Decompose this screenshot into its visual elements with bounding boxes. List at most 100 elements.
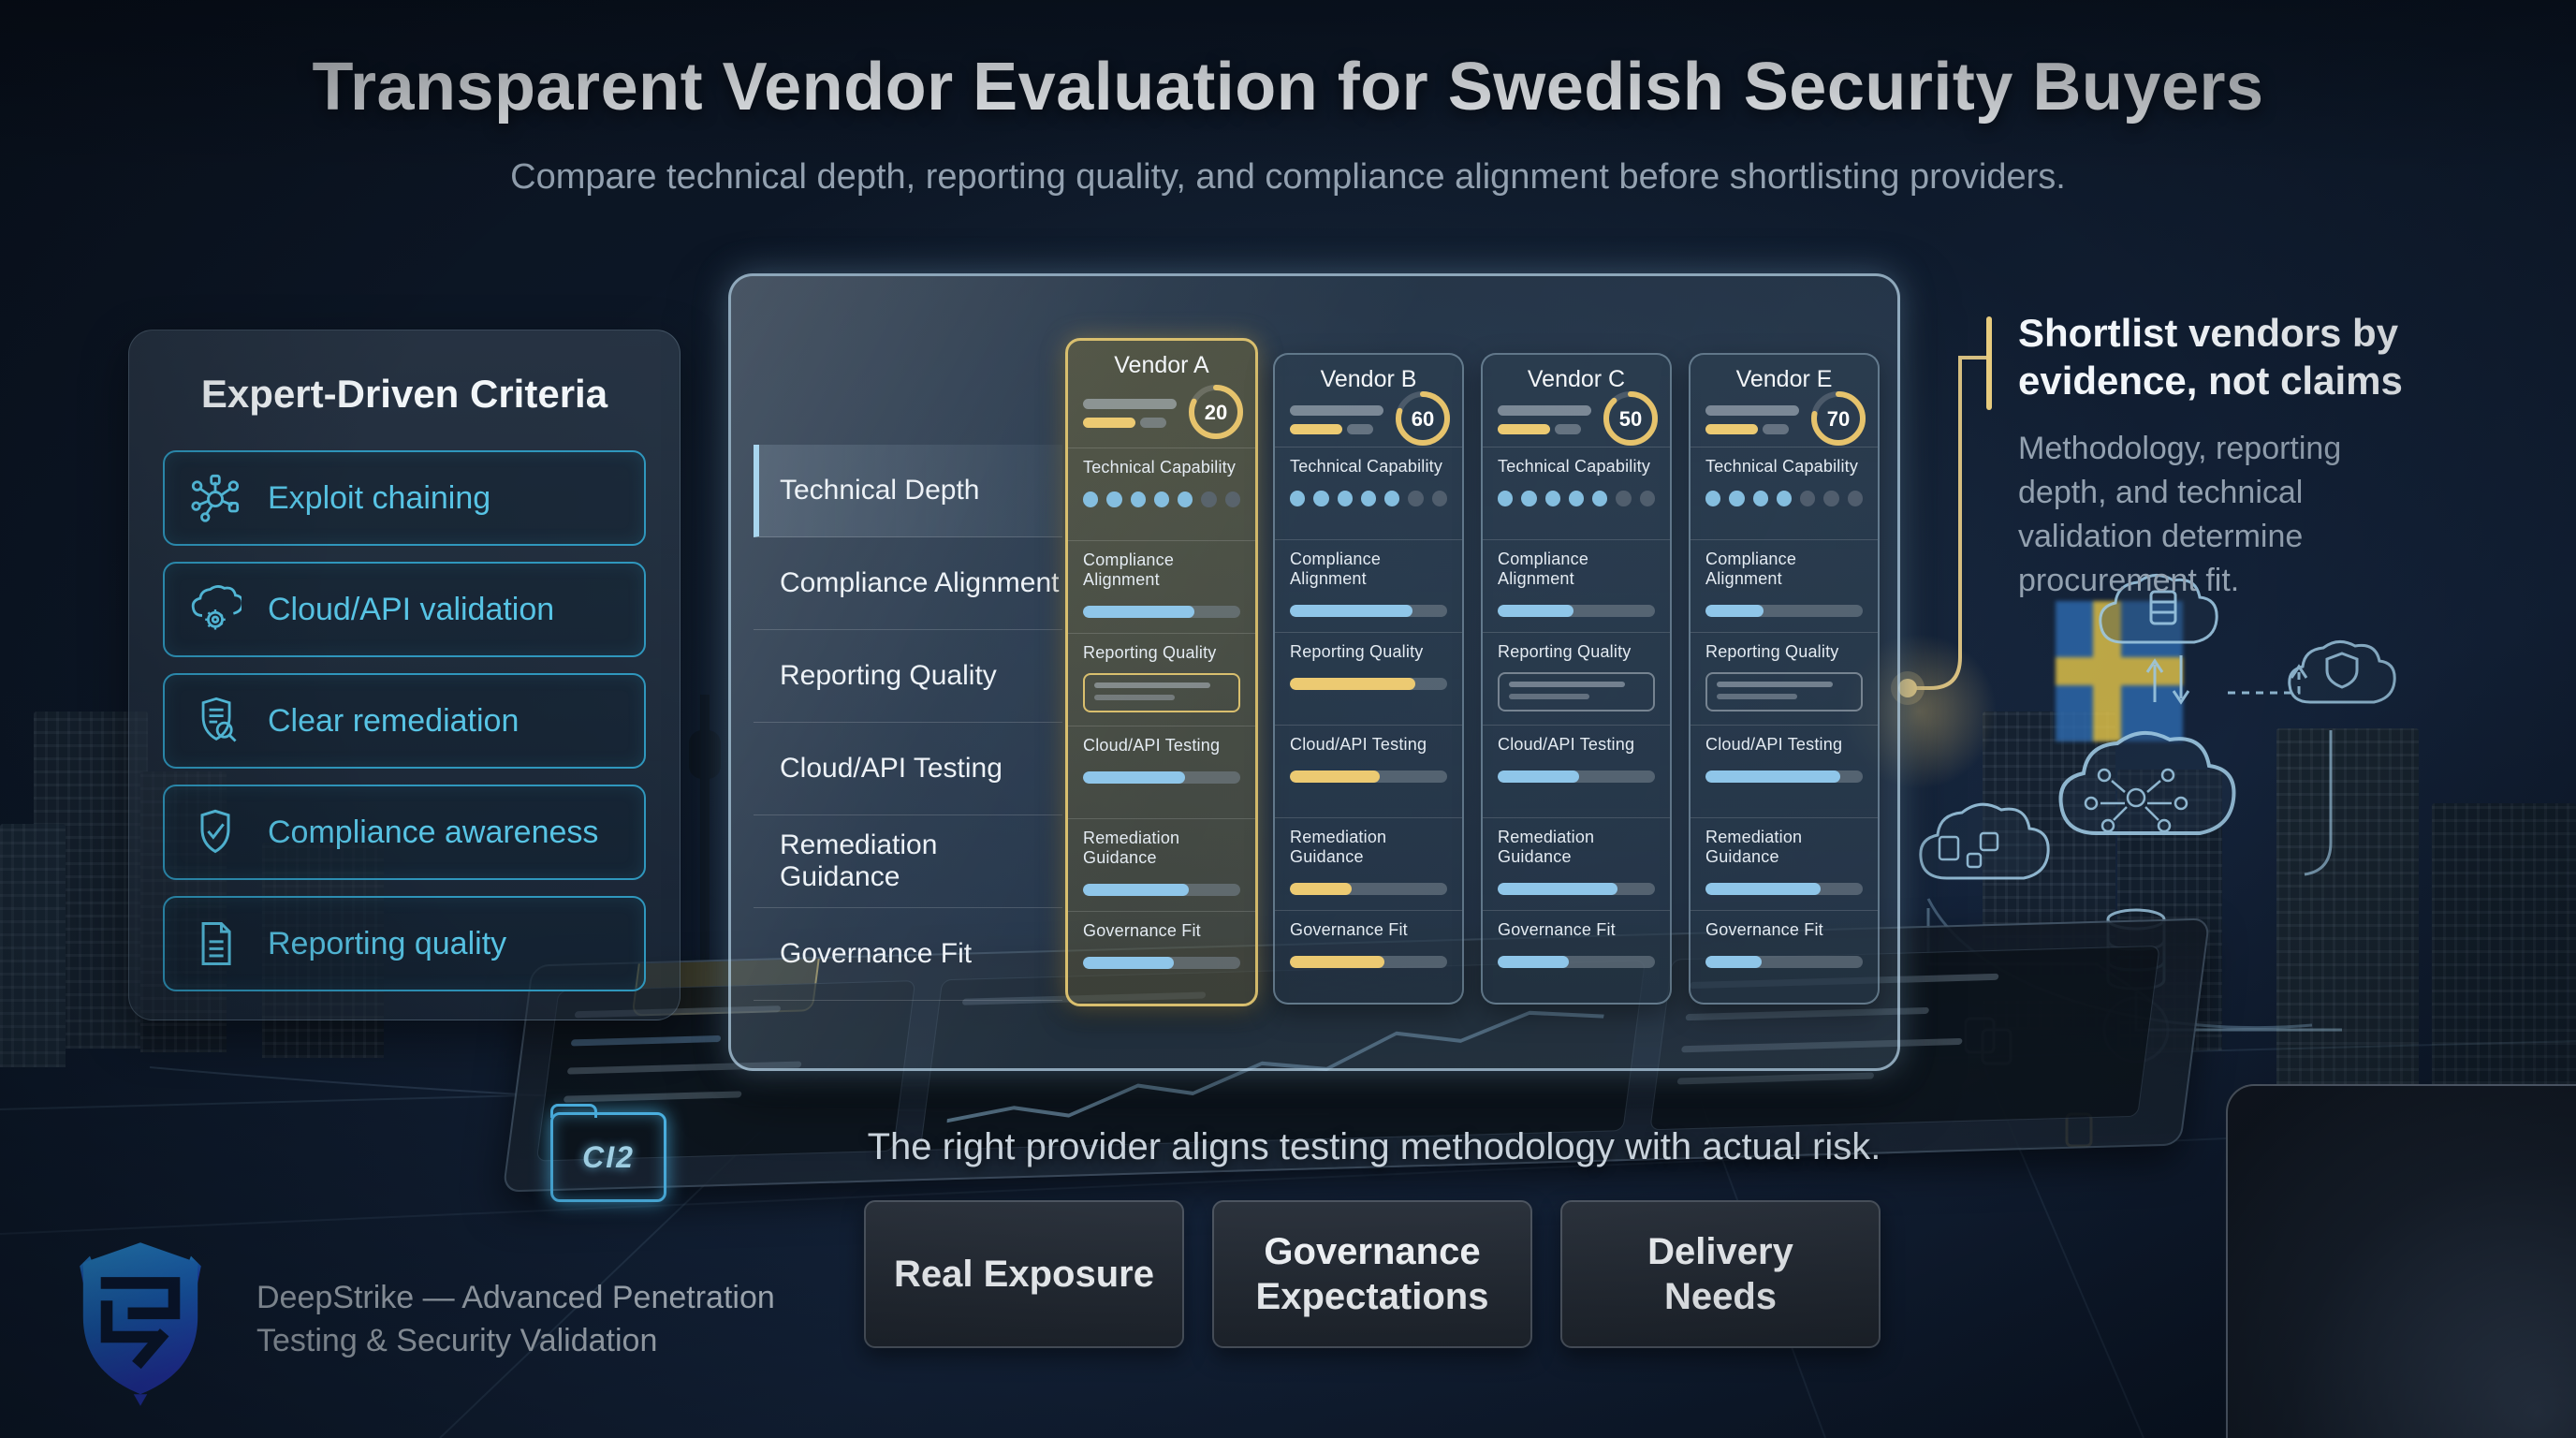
metric-label: Governance Fit xyxy=(1498,920,1616,939)
building-silhouette xyxy=(0,824,66,1067)
row-label-remediation-guidance[interactable]: Remediation Guidance xyxy=(754,815,1062,908)
metric-label: Compliance Alignment xyxy=(1498,550,1589,588)
report-placeholder-box xyxy=(1498,672,1655,712)
vendor-metric-remediation-guidance: Remediation Guidance xyxy=(1275,817,1462,910)
row-label-technical-depth[interactable]: Technical Depth xyxy=(754,445,1062,537)
criteria-item-reporting-quality[interactable]: Reporting quality xyxy=(163,896,646,991)
metric-bar-track xyxy=(1498,770,1655,783)
metric-bar-fill xyxy=(1705,605,1764,617)
capability-dot xyxy=(1776,491,1793,506)
cloud-api-icon xyxy=(189,583,242,636)
vendor-metric-governance-fit: Governance Fit xyxy=(1275,910,1462,1003)
focus-card-delivery-needs[interactable]: Delivery Needs xyxy=(1560,1200,1881,1348)
metric-bar-track xyxy=(1290,883,1447,895)
tv-tower-disc xyxy=(689,730,721,779)
exploit-chaining-icon xyxy=(189,472,242,524)
folder-label: CI2 xyxy=(582,1139,635,1174)
metric-label: Technical Capability xyxy=(1705,457,1859,476)
metric-label: Cloud/API Testing xyxy=(1705,735,1843,754)
vendor-metric-compliance-alignment: Compliance Alignment xyxy=(1068,540,1255,633)
row-label-cloud-api-testing[interactable]: Cloud/API Testing xyxy=(754,723,1062,815)
metric-label: Cloud/API Testing xyxy=(1290,735,1427,754)
criteria-item-exploit-chaining[interactable]: Exploit chaining xyxy=(163,450,646,546)
capability-dot xyxy=(1106,492,1122,507)
row-label-compliance-alignment[interactable]: Compliance Alignment xyxy=(754,537,1062,630)
metric-label: Reporting Quality xyxy=(1705,642,1839,661)
metric-label: Governance Fit xyxy=(1083,921,1201,940)
brand-text: DeepStrike — Advanced Penetration Testin… xyxy=(256,1280,775,1358)
vendor-metric-technical-capability: Technical Capability xyxy=(1483,447,1670,539)
callout-accent-bar xyxy=(1986,316,1992,410)
capability-dots xyxy=(1705,491,1863,506)
row-label-governance-fit[interactable]: Governance Fit xyxy=(754,908,1062,1001)
criteria-item-clear-remediation[interactable]: Clear remediation xyxy=(163,673,646,769)
vendor-metric-governance-fit: Governance Fit xyxy=(1690,910,1878,1003)
criteria-item-label: Compliance awareness xyxy=(268,814,599,850)
vendor-skeleton-bars xyxy=(1705,405,1799,434)
metric-label: Governance Fit xyxy=(1290,920,1408,939)
metric-bar-fill xyxy=(1498,956,1569,968)
criteria-item-compliance-awareness[interactable]: Compliance awareness xyxy=(163,785,646,880)
vendor-metric-technical-capability: Technical Capability xyxy=(1068,448,1255,540)
remediation-icon xyxy=(189,695,242,747)
swedish-flag xyxy=(2056,601,2183,741)
capability-dot xyxy=(1800,491,1816,506)
metric-bar-fill xyxy=(1705,770,1841,783)
metric-label: Cloud/API Testing xyxy=(1498,735,1635,754)
score-gauge: 70 xyxy=(1808,389,1868,448)
metric-bar-track xyxy=(1083,606,1240,618)
metric-label: Reporting Quality xyxy=(1083,643,1217,662)
capability-dot xyxy=(1847,491,1863,506)
report-doc-icon xyxy=(189,917,242,970)
metric-bar-track xyxy=(1498,883,1655,895)
svg-text:70: 70 xyxy=(1827,407,1850,431)
metric-label: Reporting Quality xyxy=(1290,642,1424,661)
capability-dot xyxy=(1201,492,1217,507)
vendor-skeleton-bars xyxy=(1083,399,1177,428)
metric-bar-fill xyxy=(1290,956,1384,968)
metric-bar-track xyxy=(1705,883,1863,895)
svg-text:20: 20 xyxy=(1205,401,1227,424)
metric-label: Technical Capability xyxy=(1290,457,1443,476)
metric-bar-track xyxy=(1290,605,1447,617)
focus-card-real-exposure[interactable]: Real Exposure xyxy=(864,1200,1184,1348)
score-gauge: 50 xyxy=(1601,389,1661,448)
metric-bar-fill xyxy=(1083,771,1186,784)
vendor-skeleton-bars xyxy=(1290,405,1383,434)
capability-dot xyxy=(1313,491,1329,506)
metric-label: Cloud/API Testing xyxy=(1083,736,1221,755)
metric-bar-track xyxy=(1705,770,1863,783)
metric-bar-track xyxy=(1083,884,1240,896)
capability-dot xyxy=(1384,491,1400,506)
row-label-reporting-quality[interactable]: Reporting Quality xyxy=(754,630,1062,723)
vendor-skeleton-bars xyxy=(1498,405,1591,434)
svg-text:60: 60 xyxy=(1412,407,1434,431)
capability-dot xyxy=(1431,491,1447,506)
metric-bar-track xyxy=(1083,957,1240,969)
vendor-metric-reporting-quality: Reporting Quality xyxy=(1275,632,1462,725)
footer-tagline: The right provider aligns testing method… xyxy=(867,1126,1881,1167)
metric-bar-track xyxy=(1498,956,1655,968)
vendor-metric-remediation-guidance: Remediation Guidance xyxy=(1483,817,1670,910)
criteria-item-cloud-api-validation[interactable]: Cloud/API validation xyxy=(163,562,646,657)
metric-bar-fill xyxy=(1705,883,1821,895)
focus-card-governance-expectations[interactable]: Governance Expectations xyxy=(1212,1200,1532,1348)
criteria-item-label: Clear remediation xyxy=(268,702,520,739)
metric-label: Technical Capability xyxy=(1498,457,1651,476)
metric-label: Compliance Alignment xyxy=(1705,550,1797,588)
capability-dot xyxy=(1083,492,1099,507)
vendor-metric-cloud-api-testing: Cloud/API Testing xyxy=(1275,725,1462,817)
score-gauge: 20 xyxy=(1186,382,1246,442)
metric-bar-track xyxy=(1705,605,1863,617)
deepstrike-shield-logo xyxy=(80,1242,201,1406)
vendor-metric-cloud-api-testing: Cloud/API Testing xyxy=(1068,726,1255,818)
